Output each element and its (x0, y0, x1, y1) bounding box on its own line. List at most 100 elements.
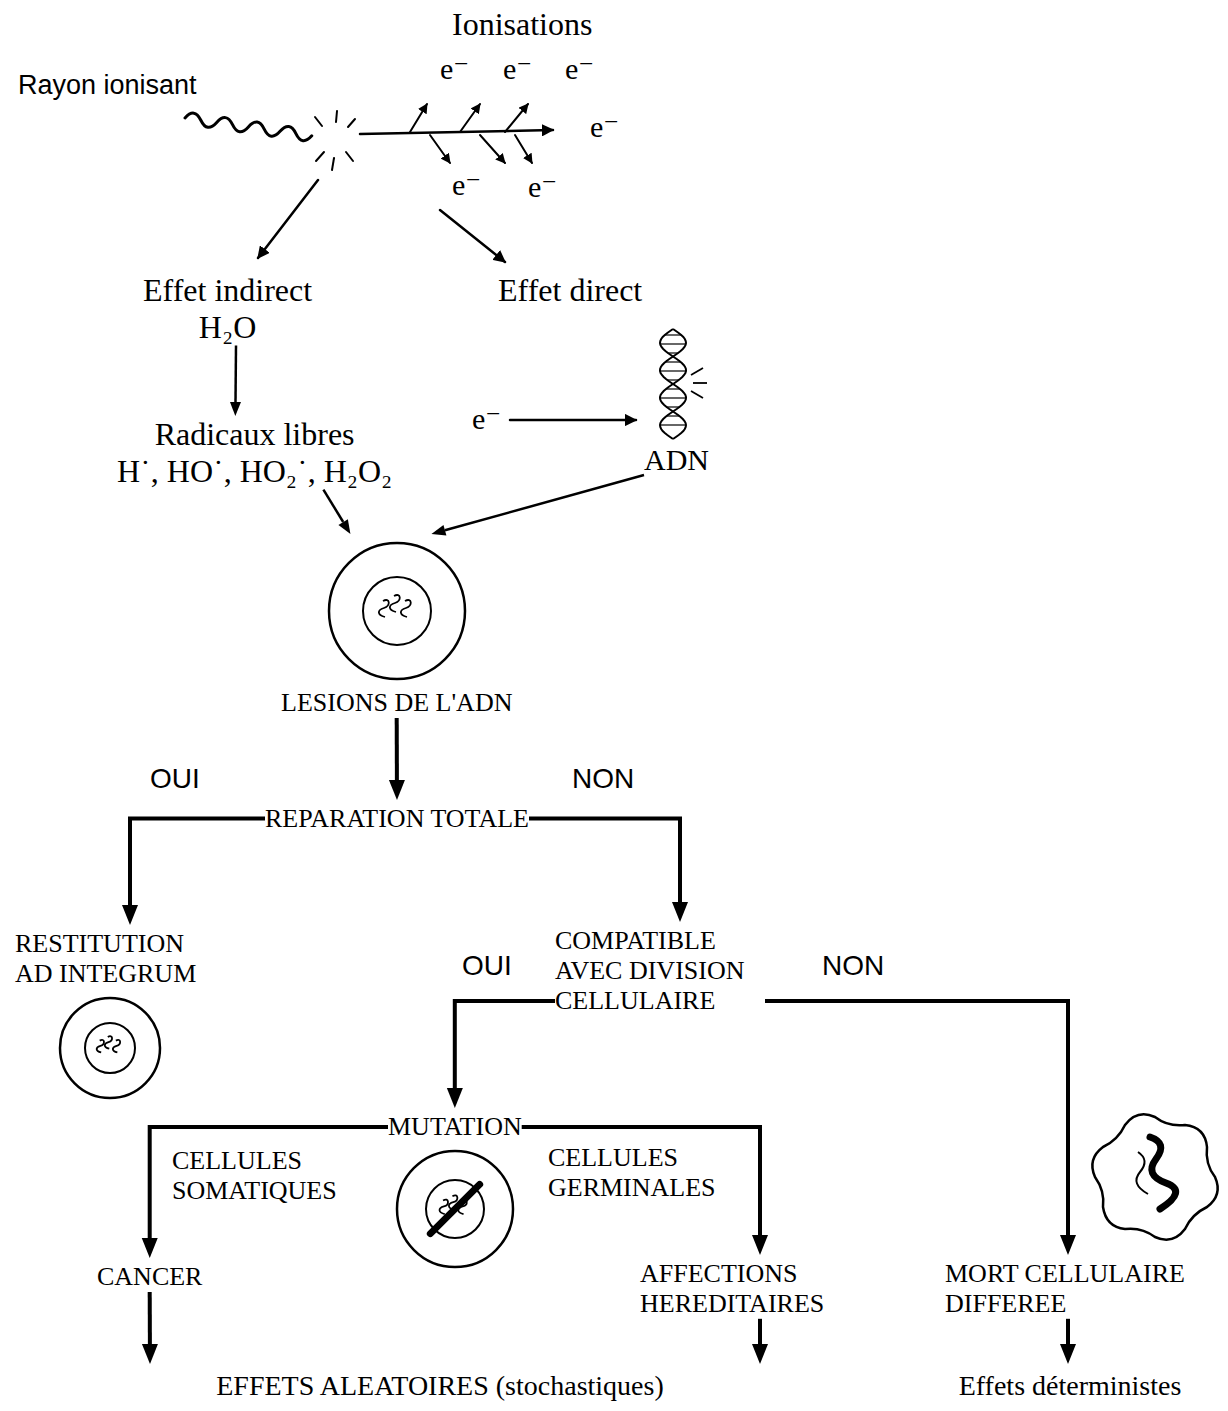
cell-drawing (57, 995, 163, 1101)
leader-arrow (440, 210, 505, 262)
node-text: CANCER (97, 1262, 202, 1292)
dna-rung (660, 424, 686, 425)
decision-text: REPARATION TOTALE (265, 800, 529, 834)
arrow-head (230, 402, 241, 416)
electron-arrow (480, 135, 505, 163)
connector-line (758, 1319, 762, 1344)
node-text: ADN (644, 443, 709, 478)
connector (522, 1127, 768, 1255)
cell-membrane (397, 1151, 513, 1267)
dna-rung (667, 352, 677, 353)
node-text: REPARATION TOTALE (265, 804, 529, 834)
node-text: COMPATIBLE AVEC DIVISION CELLULAIRE (555, 926, 765, 1016)
node-text: Effet direct (498, 272, 642, 309)
electron-arrow (410, 104, 427, 132)
dna-rung (660, 370, 686, 371)
cell-membrane (329, 543, 465, 679)
ionisation-track (360, 130, 553, 134)
impact-ray (693, 382, 707, 384)
node-text: Radicaux libres (117, 416, 392, 453)
electron-label: e⁻ (503, 52, 532, 87)
burst-ray (336, 111, 337, 122)
electron-label: e⁻ (565, 52, 594, 87)
burst-membrane (1092, 1114, 1217, 1239)
connector (323, 490, 350, 534)
electron-label: e⁻ (528, 170, 557, 205)
outcome-text: MORT CELLULAIRE DIFFEREE (945, 1255, 1200, 1319)
arrow-head (752, 1235, 768, 1255)
connector (230, 346, 241, 416)
chromosome (97, 1040, 104, 1053)
decision-text: COMPATIBLE AVEC DIVISION CELLULAIRE (555, 922, 765, 1016)
arrow-head (672, 902, 688, 922)
electron-to-dna-arrow (510, 419, 636, 422)
mutation-bar (430, 1184, 479, 1233)
dna-helix (645, 325, 709, 443)
chromosome (401, 600, 411, 617)
cell-drawing (326, 540, 468, 682)
node-text: MUTATION (388, 1112, 522, 1142)
edge-label: CELLULES GERMINALES (548, 1143, 743, 1203)
node-text: MORT CELLULAIRE DIFFEREE (945, 1259, 1200, 1319)
node-text: LESIONS DE L'ADN (281, 688, 512, 718)
arrow-head (447, 1088, 463, 1108)
connector-line (323, 490, 343, 522)
connector-line (455, 1001, 555, 1088)
edge-label: NON (572, 763, 634, 795)
dna-rung (666, 406, 679, 407)
electron-label: e⁻ (472, 402, 501, 437)
node-text: EFFETS ALEATOIRES (stochastiques) (100, 1370, 780, 1402)
arrow-head (389, 780, 405, 800)
chromosome (390, 595, 400, 612)
electron-arrow (505, 104, 528, 132)
broken-chromosome (1150, 1137, 1176, 1209)
electron-arrow (430, 135, 450, 163)
effect-category: Effets déterministes (940, 1364, 1200, 1402)
connector-line (234, 346, 237, 402)
wavy-ray (184, 112, 312, 142)
outcome-node: RESTITUTION AD INTEGRUM (15, 925, 205, 1107)
dead-cell-drawing (1092, 1114, 1217, 1239)
arrow-head (1060, 1344, 1076, 1364)
connector (529, 819, 688, 922)
dna-rung (660, 397, 686, 398)
outcome-text: CANCER (97, 1258, 202, 1292)
dna-rung (665, 388, 679, 389)
connector (142, 1127, 388, 1258)
node-text: H₂O (143, 309, 312, 346)
connector-line (130, 819, 265, 905)
connector-line (150, 1127, 388, 1238)
dna-rung (667, 379, 678, 380)
arrow-head (1060, 1235, 1076, 1255)
burst-ray (348, 119, 355, 127)
arrow-head (122, 905, 138, 925)
effect-text: Effet indirectH₂O (143, 272, 312, 346)
dna-node: ADN (644, 325, 709, 478)
edge-label: NON (822, 950, 884, 982)
radiation-drawing (184, 104, 636, 420)
connector (389, 718, 405, 800)
arrow-head (752, 1344, 768, 1364)
edge-label: CELLULES SOMATIQUES (172, 1146, 362, 1206)
connector (1060, 1319, 1076, 1364)
node-text: Effet indirect (143, 272, 312, 309)
electron-arrow (460, 104, 480, 132)
connector (752, 1319, 768, 1364)
cell-nucleus (85, 1023, 135, 1073)
electron-arrow (515, 135, 532, 163)
burst-ray (315, 117, 322, 126)
effect-text: Effet direct (498, 272, 642, 309)
source-label: Rayon ionisant (18, 70, 197, 101)
connector (765, 1001, 1076, 1255)
connector-line (445, 475, 644, 530)
dna-rung (664, 334, 680, 335)
effect-category: EFFETS ALEATOIRES (stochastiques) (100, 1364, 780, 1402)
dna-strand (660, 329, 686, 439)
node-text: AFFECTIONS HEREDITAIRES (640, 1259, 840, 1319)
broken-chromosome (1136, 1152, 1148, 1194)
leader-arrow (258, 180, 318, 258)
outcome-text: AFFECTIONS HEREDITAIRES (640, 1255, 840, 1319)
cell-drawing (394, 1148, 516, 1270)
chromosome (113, 1040, 120, 1053)
